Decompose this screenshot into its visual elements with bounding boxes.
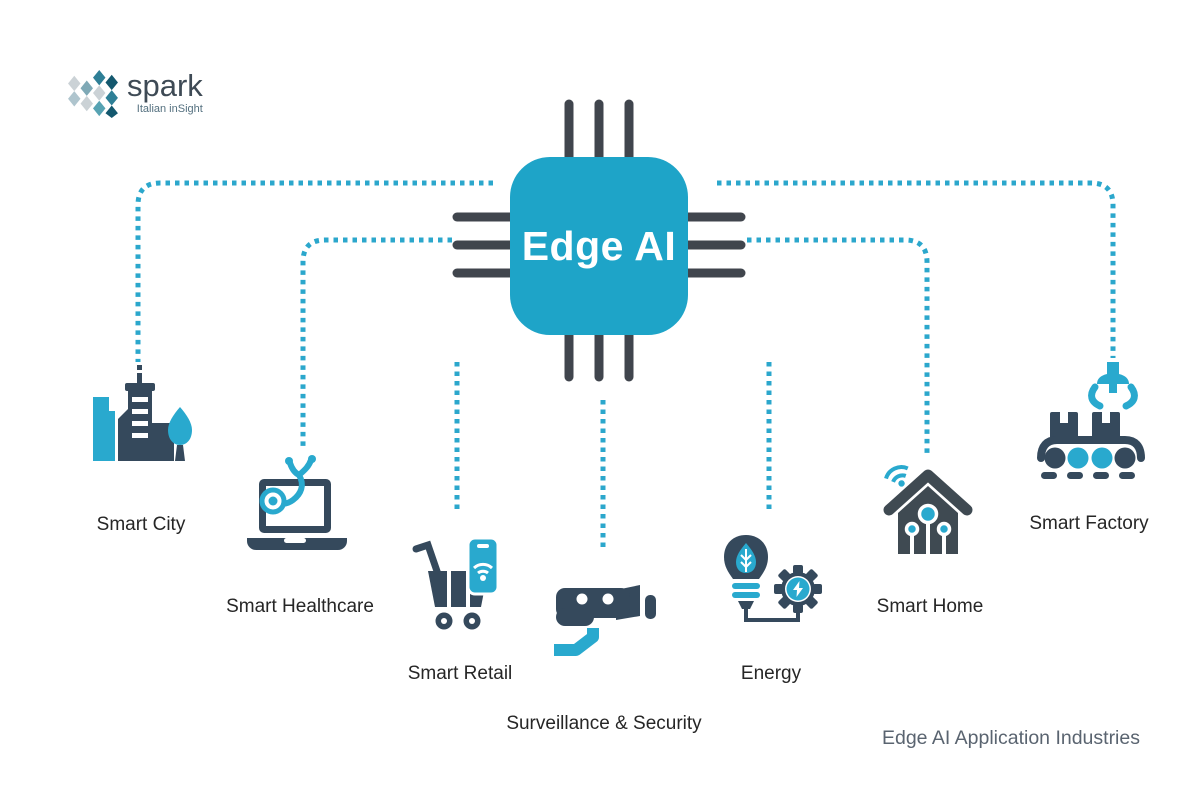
surveillance-camera-icon bbox=[550, 582, 660, 677]
node-label-smart-home: Smart Home bbox=[876, 596, 984, 617]
edge-ai-chip: Edge AI bbox=[510, 157, 688, 335]
diagram-caption: Edge AI Application Industries bbox=[881, 727, 1140, 749]
node-label-smart-city: Smart City bbox=[96, 514, 186, 535]
node-label-surveillance: Surveillance & Security bbox=[506, 713, 702, 734]
smart-city-icon bbox=[85, 365, 195, 470]
link-smart-factory bbox=[717, 180, 1116, 358]
logo-tagline: Italian inSight bbox=[136, 103, 203, 115]
logo-name: spark bbox=[127, 68, 203, 103]
smart-home-icon bbox=[880, 462, 976, 558]
node-label-smart-retail: Smart Retail bbox=[407, 663, 513, 684]
node-label-smart-factory: Smart Factory bbox=[1029, 513, 1149, 534]
energy-bulb-gear-icon bbox=[718, 533, 824, 627]
chip-label: Edge AI bbox=[521, 222, 677, 269]
chip-pins bbox=[452, 99, 746, 382]
smart-factory-icon bbox=[1035, 362, 1147, 480]
spark-logo-mark-icon bbox=[68, 70, 118, 118]
node-label-energy: Energy bbox=[740, 663, 802, 684]
smart-retail-icon bbox=[408, 533, 513, 638]
smart-healthcare-icon bbox=[243, 455, 353, 563]
spark-logo: spark Italian inSight bbox=[68, 70, 203, 118]
link-smart-healthcare bbox=[300, 237, 452, 450]
link-smart-city bbox=[135, 180, 493, 362]
node-label-smart-healthcare: Smart Healthcare bbox=[226, 596, 374, 617]
link-smart-home bbox=[747, 237, 930, 454]
